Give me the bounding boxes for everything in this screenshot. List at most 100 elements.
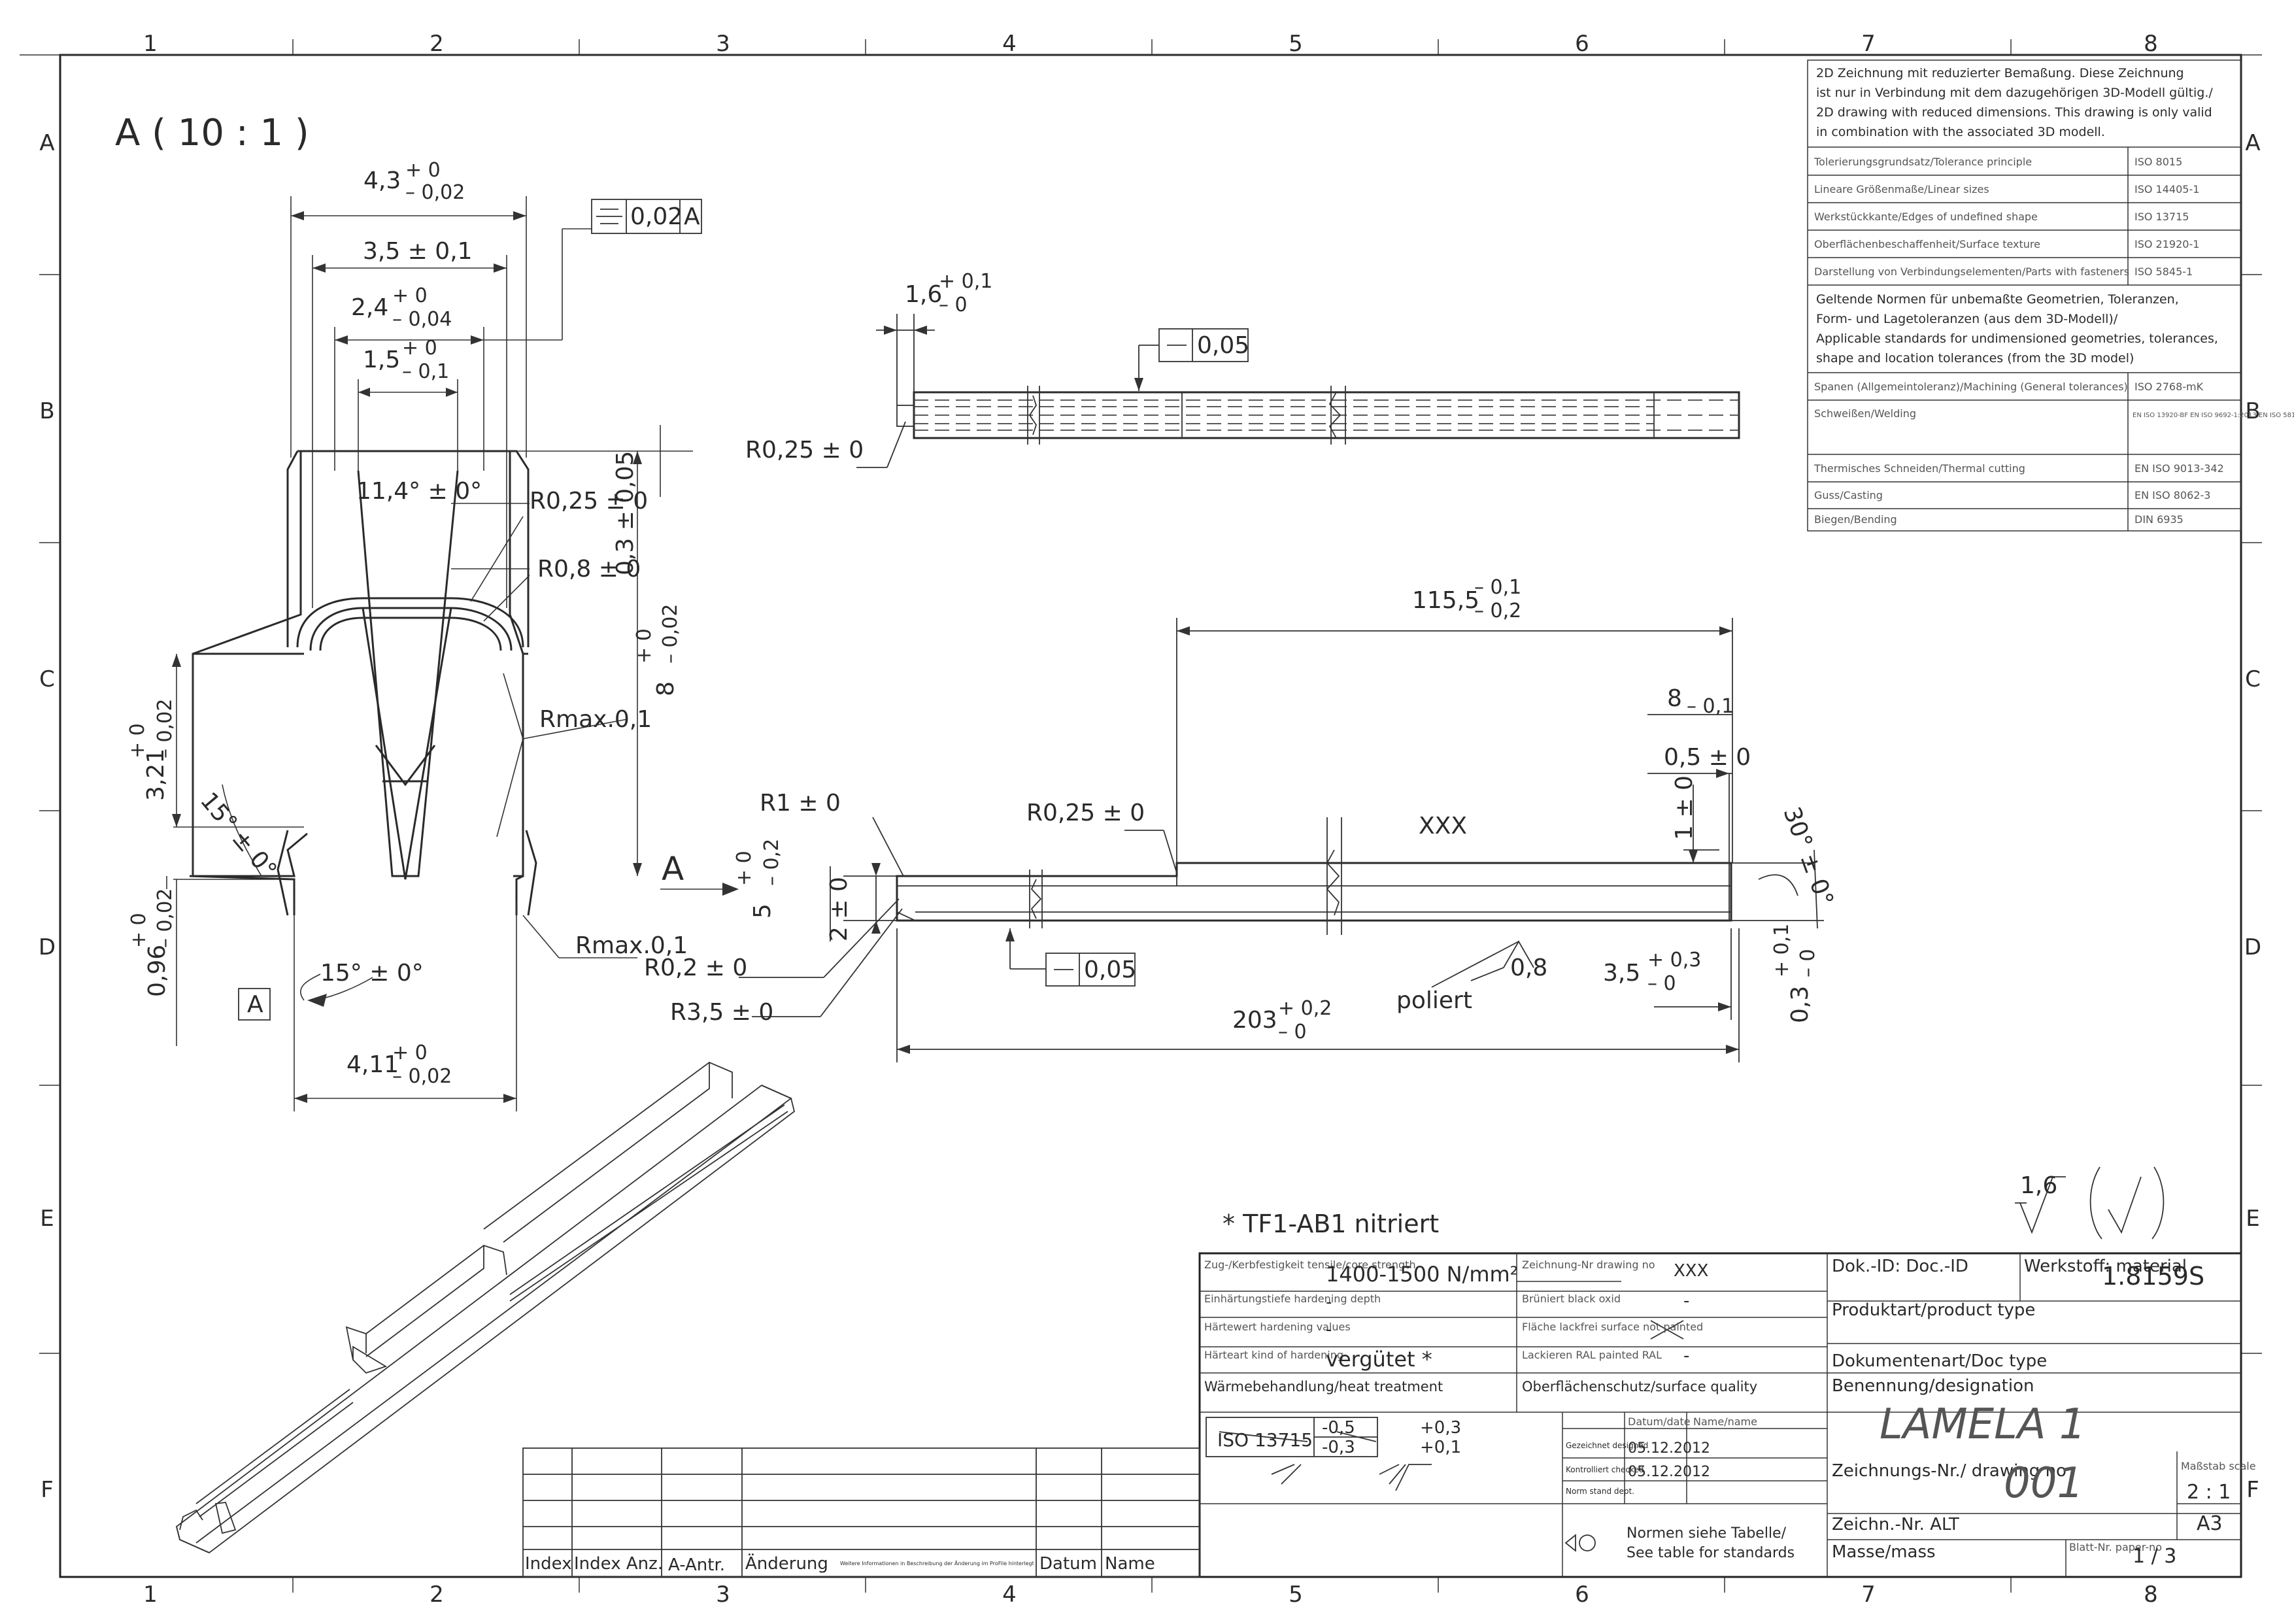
tb-hard-depth-value: - [1326,1293,1332,1312]
col-label-8-bottom: 8 [2144,1582,2158,1608]
notes-general-line-2: Form- und Lagetoleranzen (aus dem 3D-Mod… [1816,312,2118,326]
side-dim-0-3-tol-lo: – 0 [1796,949,1819,977]
tb-sheet-label: Blatt-Nr. paper-no [2069,1541,2162,1553]
col-label-1-bottom: 1 [143,1582,158,1608]
side-flatness-value: 0,05 [1084,956,1136,983]
tb-paint-label: Fläche lackfrei surface not painted [1522,1321,1703,1333]
side-xxx-label: XXX [1419,813,1467,839]
col-label-1: 1 [143,31,158,57]
tb-iso-a-lo: -0,3 [1322,1438,1355,1457]
tb-drawing-no-label: Zeichnungs-Nr./ drawing no [1832,1461,2066,1481]
tb-tensile-label: Zug-/Kerbfestigkeit tensile/core strengt… [1204,1259,1416,1271]
row-label-d-right: D [2244,934,2261,960]
dim-rmax-bottom: Rmax.0,1 [575,932,688,959]
side-dim-3-5-tol-lo: – 0 [1647,972,1676,995]
tb-iso-b-lo: +0,1 [1420,1438,1461,1457]
col-label-7: 7 [1861,31,1876,57]
top-dim-1-6-tol-lo: – 0 [939,294,968,316]
tb-black-value: - [1683,1291,1689,1311]
col-label-2: 2 [430,31,444,57]
tb-hard-kind-value: vergütet * [1326,1347,1432,1372]
side-dim-5-tol-up: + 0 [733,851,756,886]
side-dim-2: 2 ± 0 [826,877,852,941]
row-label-a-right: A [2245,130,2260,156]
revision-table: Index Index Anz. A-Antr. Änderung Weiter… [522,1447,1200,1578]
tb-std-label: Norm stand dept. [1566,1487,1634,1496]
tb-sheet-value: 1 / 3 [2133,1545,2176,1568]
dim-1-5: 1,5 [363,347,400,373]
side-dim-0-5: 0,5 ± 0 [1664,744,1751,771]
std2-value-2: EN ISO 9013-342 [2134,462,2224,475]
rev-header-name: Name [1105,1554,1155,1574]
section-marker-a: A [662,850,684,888]
std2-label-2: Thermisches Schneiden/Thermal cutting [1813,462,2025,475]
tb-drawn-date: 05.12.2012 [1628,1440,1710,1457]
side-dim-5: 5 [749,904,776,919]
tb-hard-value-value: - [1326,1320,1332,1340]
rev-header-request: A-Antr. [668,1555,725,1575]
side-dim-3-5-tol-up: + 0,3 [1647,949,1701,972]
side-dim-115-5-tol-lo: – 0,2 [1474,600,1521,622]
side-dim-203-tol-lo: – 0 [1278,1021,1307,1043]
tb-tensile-value: 1400-1500 N/mm² [1326,1262,1518,1287]
side-dim-203: 203 [1232,1007,1277,1034]
row-label-d: D [39,934,56,960]
row-label-b-right: B [2245,398,2260,424]
std1-value-0: ISO 8015 [2134,156,2182,168]
dim-4-3-tol-up: + 0 [405,159,441,182]
side-dim-115-5-tol-up: – 0,1 [1474,576,1521,599]
std2-value-1: EN ISO 13920-BF EN ISO 9692-1:2013 EN IS… [2133,412,2294,419]
datum-a-label: A [247,991,263,1018]
std1-label-0: Tolerierungsgrundsatz/Tolerance principl… [1813,156,2032,168]
side-dim-5-tol-lo: – 0,2 [760,839,783,886]
std2-value-1-text: EN ISO 13920-BF EN ISO 9692-1:2013 EN IS… [2133,412,2294,419]
std1-label-4: Darstellung von Verbindungselementen/Par… [1814,265,2129,278]
rev-header-index-count: Index Anz. [574,1554,663,1574]
tb-designation-label: Benennung/designation [1832,1376,2034,1396]
side-dim-r0-25: R0,25 ± 0 [1026,800,1145,826]
dim-8-tol-lo: – 0,02 [659,604,682,664]
side-dim-0-3: 0,3 [1787,986,1813,1023]
row-label-f: F [41,1477,54,1503]
dim-8-tol-up: + 0 [633,628,656,664]
dim-8: 8 [652,681,679,696]
std1-value-3: ISO 21920-1 [2134,238,2199,250]
side-dim-r1: R1 ± 0 [760,790,841,817]
std1-value-2: ISO 13715 [2134,211,2189,223]
std1-label-2: Werkstückkante/Edges of undefined shape [1814,211,2038,223]
dim-4-11-tol-up: + 0 [392,1041,428,1064]
side-dim-203-tol-up: + 0,2 [1278,997,1332,1020]
col-label-6-bottom: 6 [1575,1582,1589,1608]
std2-value-3: EN ISO 8062-3 [2134,489,2210,501]
dim-4-11: 4,11 [346,1051,399,1078]
row-label-e: E [40,1206,54,1232]
rev-header-change: Änderung [745,1553,828,1574]
top-dim-1-6-tol-up: + 0,1 [939,270,992,293]
tb-drawn-label: Gezeichnet designed [1566,1441,1648,1450]
dim-3-21-tol-lo: – 0,02 [154,699,177,758]
notes-intro-line-4: in combination with the associated 3D mo… [1816,125,2105,139]
side-dim-8: 8 [1667,685,1682,712]
col-label-3: 3 [716,31,730,57]
tb-iso-standard: ISO 13715 [1217,1429,1313,1451]
rev-header-notice: Weitere Informationen in Beschreibung de… [840,1560,1034,1566]
col-label-8: 8 [2144,31,2158,57]
row-label-a: A [39,130,54,156]
tb-norms-note-2: See table for standards [1627,1545,1795,1561]
tb-hard-depth-label: Einhärtungstiefe hardening depth [1204,1293,1381,1305]
col-label-4-bottom: 4 [1002,1582,1017,1608]
tb-iso-b-up: +0,3 [1420,1418,1461,1438]
top-dim-1-6: 1,6 [905,281,942,308]
std2-label-0: Spanen (Allgemeintoleranz)/Machining (Ge… [1814,381,2128,393]
dim-r0-8: R0,8 ± 0 [537,556,641,583]
row-label-f-right: F [2246,1477,2259,1503]
tb-name-header: Name/name [1693,1415,1757,1428]
side-dim-1: 1 ± 0 [1671,775,1698,840]
col-label-2-bottom: 2 [430,1582,444,1608]
detail-label: A ( 10 : 1 ) [115,112,309,154]
std2-value-4: DIN 6935 [2134,513,2184,526]
dim-3-21: 3,21 [143,749,169,801]
row-label-b: B [39,398,54,424]
tb-hard-kind-label: Härteart kind of hardening [1204,1349,1343,1361]
side-dim-0-3-tol-up: + 0,1 [1770,924,1793,977]
